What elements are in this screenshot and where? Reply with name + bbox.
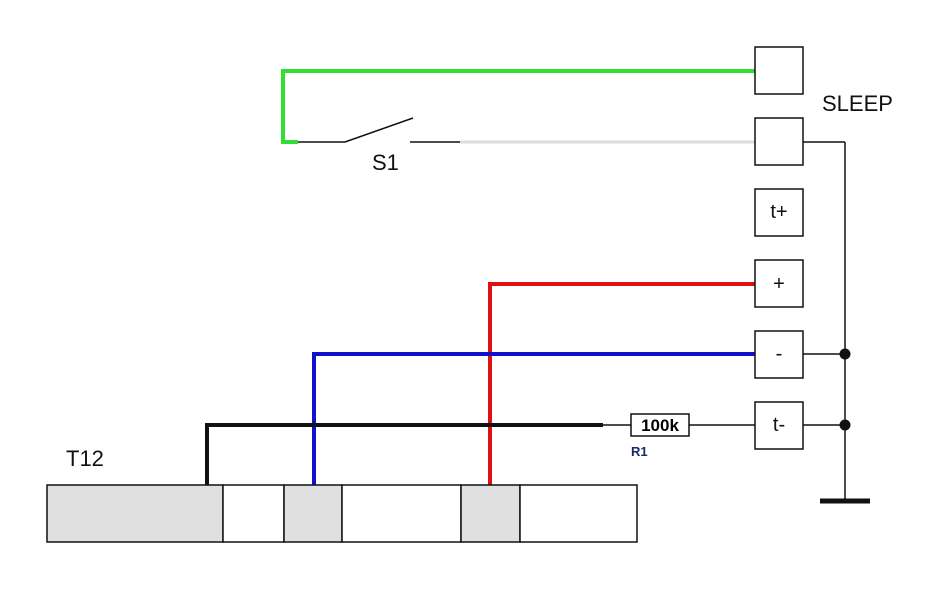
wire-blue [312, 352, 755, 485]
terminal-plus: + [754, 259, 804, 308]
t12-segment-2 [222, 484, 285, 543]
resistor-ref-label: R1 [631, 444, 648, 459]
connector-label: T12 [66, 446, 104, 471]
t12-pad-3 [283, 484, 343, 543]
t12-pad-1 [46, 484, 224, 543]
resistor-r1 [630, 413, 690, 437]
sleep-label: SLEEP [822, 91, 893, 116]
switch-blade [344, 117, 414, 143]
svg-text:-: - [776, 343, 783, 365]
junction-dot-minus [839, 348, 851, 360]
svg-text:t-: t- [773, 414, 785, 436]
wire-black [205, 423, 603, 485]
connector-t12 [46, 484, 638, 543]
terminal-t-plus: t+ [754, 188, 804, 237]
wire-red [488, 282, 755, 485]
terminal-sleep-top [754, 46, 804, 95]
resistor-value-label: 100k [641, 416, 679, 435]
svg-text:t+: t+ [770, 201, 787, 223]
terminal-t-minus: t- [754, 401, 804, 450]
junction-dot-tminus [839, 419, 851, 431]
wire-green [281, 69, 755, 144]
svg-text:+: + [773, 273, 785, 295]
terminal-minus: - [754, 330, 804, 379]
t12-segment-4 [341, 484, 462, 543]
terminal-sleep-bottom [754, 117, 804, 166]
switch-label: S1 [372, 150, 399, 175]
t12-pad-5 [460, 484, 521, 543]
t12-segment-6 [519, 484, 638, 543]
